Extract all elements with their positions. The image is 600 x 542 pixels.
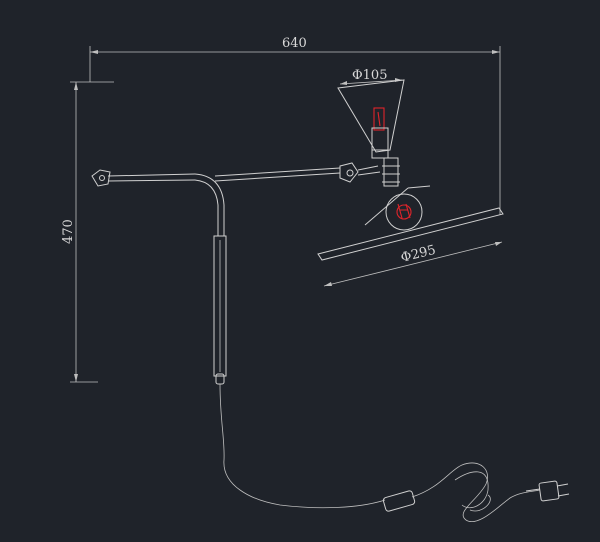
width-dimension: 640 [89,36,501,215]
power-cord [219,383,541,523]
top-diameter-label: Φ105 [352,68,387,83]
lamp-arm [91,162,381,385]
width-label: 640 [282,36,307,51]
large-shade: Φ295 [317,185,504,287]
height-label: 470 [61,219,76,244]
plug-icon [525,480,570,502]
top-diameter-dimension: Φ105 [339,68,403,85]
height-dimension: 470 [61,81,114,383]
top-cone [337,79,405,159]
socket-and-bulb [382,157,423,231]
